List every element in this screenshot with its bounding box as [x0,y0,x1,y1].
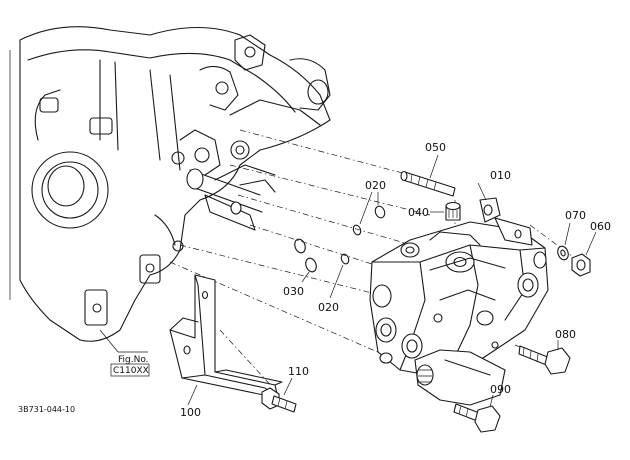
bolt-080 [518,340,571,375]
nut-060 [571,231,597,277]
stud-bolt-050 [400,154,456,197]
assembly-centerlines [169,129,581,409]
callout-020-lower: 020 [318,301,339,314]
transmission-housing [9,26,331,342]
o-ring-030 [294,238,317,283]
o-ring-020-lower [329,253,350,299]
callout-050: 050 [425,141,446,154]
bracket-100 [169,274,283,406]
fig-ref-line1: Fig.No. [118,355,149,365]
callout-020-upper: 020 [365,179,386,192]
callout-070: 070 [565,209,586,222]
callout-labels: 050 010 020 040 070 060 030 020 080 110 … [180,141,611,419]
callout-090: 090 [490,383,511,396]
callout-100: 100 [180,406,201,419]
washer-070 [557,222,571,261]
figure-reference: Fig.No. C110XX [110,355,150,377]
bolt-110 [261,377,297,413]
o-ring-020-upper [352,191,386,236]
callout-110: 110 [288,365,309,378]
fitting-040 [430,201,461,221]
bolt-090 [453,394,501,433]
callout-040: 040 [408,206,429,219]
fig-ref-leader [99,329,148,353]
drawing-code: 3B731-044-10 [18,405,75,414]
fig-ref-line2: C110XX [113,366,149,376]
control-valve-010 [369,182,549,406]
housing-shafts [186,168,276,231]
callout-010: 010 [490,169,511,182]
callout-030: 030 [283,285,304,298]
callout-060: 060 [590,220,611,233]
callout-080: 080 [555,328,576,341]
